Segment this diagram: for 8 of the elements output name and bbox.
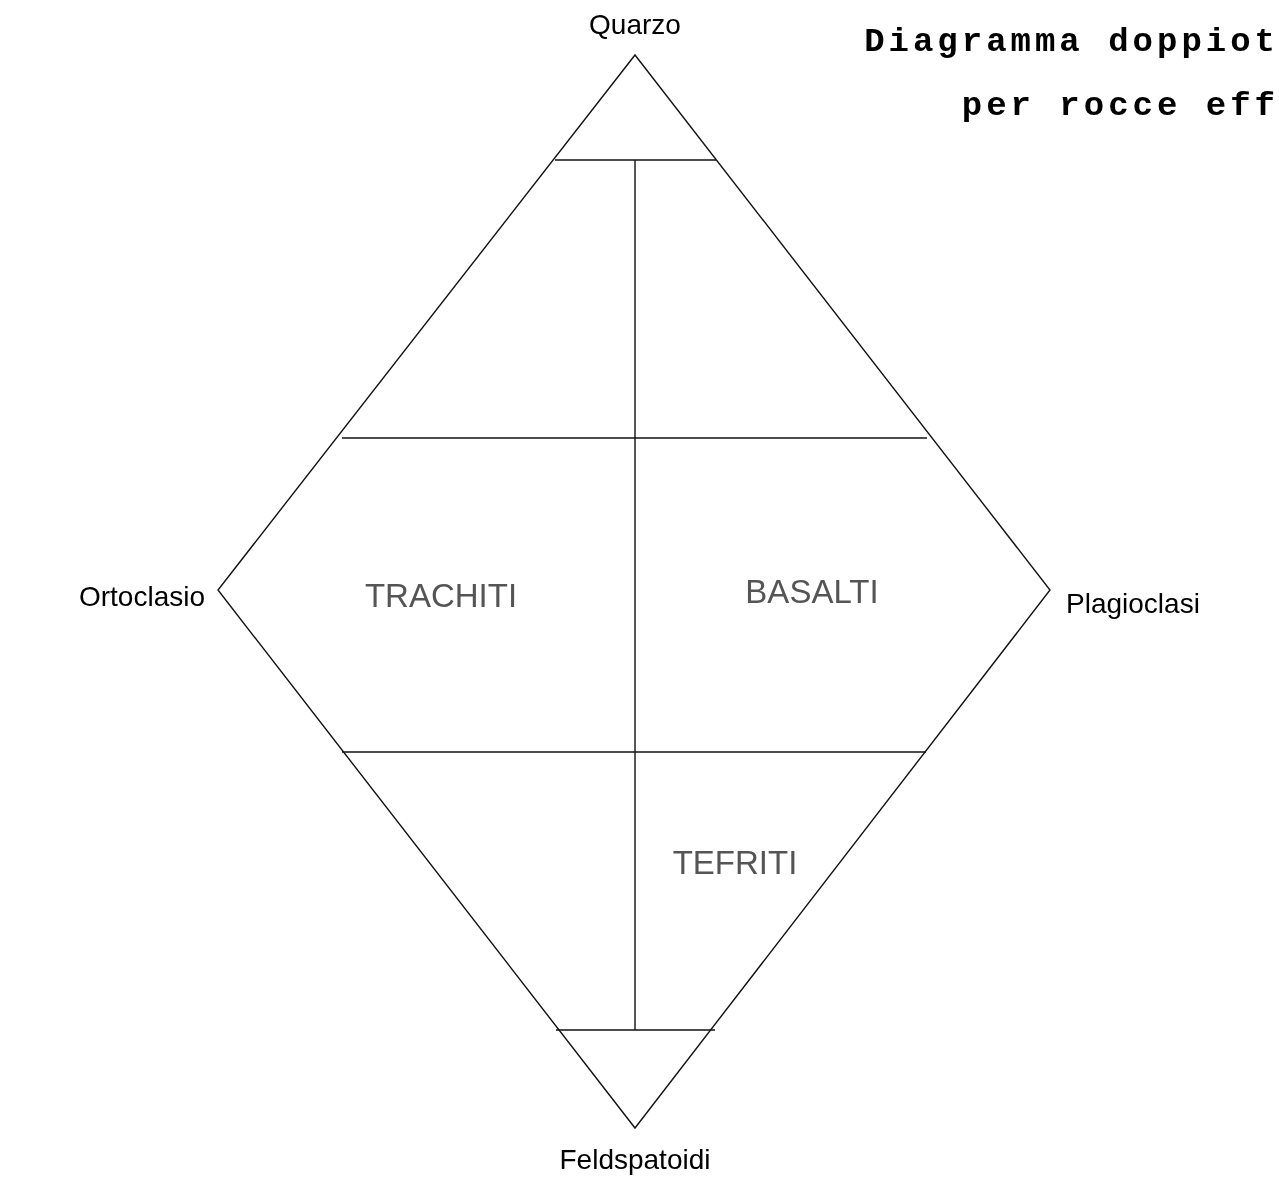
rock-field-label: TRACHITI [364, 578, 518, 612]
vertex-label: Feldspatoidi [559, 1146, 711, 1174]
vertex-label: Quarzo [589, 11, 681, 39]
vertex-label: Ortoclasio [78, 583, 205, 611]
vertex-label: Plagioclasi [1066, 590, 1200, 618]
rock-field-label: TEFRITI [672, 845, 798, 879]
diagram-title: Diagramma doppiot per rocce eff [863, 22, 1279, 127]
rock-field-label: BASALTI [745, 574, 879, 608]
